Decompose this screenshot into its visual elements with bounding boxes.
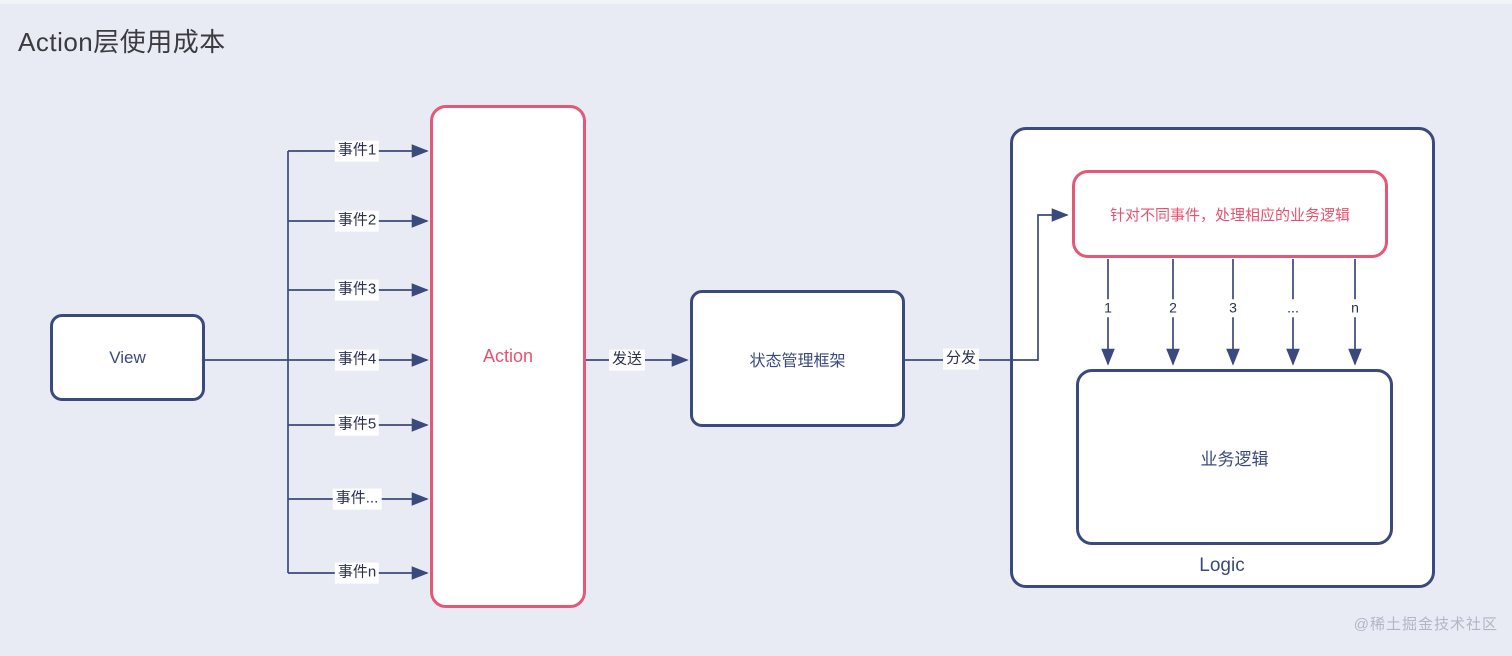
top-strip	[0, 0, 1512, 4]
branch-label-4: ...	[1283, 299, 1303, 317]
branch-label-3: 3	[1225, 299, 1241, 317]
branch-label-1: 1	[1100, 299, 1116, 317]
event-label-4: 事件4	[334, 349, 380, 371]
business-logic-box: 业务逻辑	[1076, 369, 1393, 545]
branch-label-5: n	[1347, 299, 1363, 317]
action-box-label: Action	[482, 346, 534, 366]
event-label-5: 事件5	[334, 414, 380, 436]
event-handler-box: 针对不同事件，处理相应的业务逻辑	[1072, 170, 1388, 258]
event-label-7: 事件n	[334, 562, 380, 584]
event-label-3: 事件3	[334, 279, 380, 301]
business-logic-label: 业务逻辑	[1200, 449, 1269, 469]
branch-label-2: 2	[1165, 299, 1181, 317]
send-edge-label: 发送	[608, 349, 646, 371]
dispatch-edge-label: 分发	[942, 348, 980, 370]
event-label-2: 事件2	[334, 210, 380, 232]
action-box: Action	[430, 105, 586, 608]
event-label-6: 事件...	[332, 488, 382, 510]
state-management-label: 状态管理框架	[749, 352, 846, 370]
event-handler-label: 针对不同事件，处理相应的业务逻辑	[1109, 206, 1350, 224]
view-box: View	[50, 314, 205, 401]
page-title: Action层使用成本	[18, 27, 226, 57]
view-box-label: View	[109, 347, 146, 367]
state-management-box: 状态管理框架	[690, 290, 905, 427]
watermark: @稀土掘金技术社区	[1353, 616, 1498, 633]
dispatch-connector	[905, 208, 1069, 361]
event-label-1: 事件1	[334, 140, 380, 162]
logic-caption: Logic	[1199, 555, 1245, 576]
